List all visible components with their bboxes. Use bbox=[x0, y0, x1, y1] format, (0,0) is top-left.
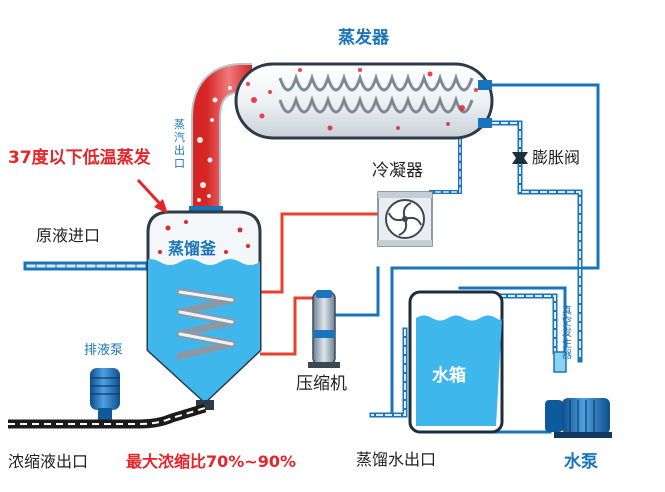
steam-outlet-pipe bbox=[189, 63, 252, 214]
expansion-line bbox=[429, 138, 462, 194]
vacuum-generator bbox=[553, 351, 567, 373]
tank-loop-pipe-2 bbox=[458, 286, 567, 354]
concentrate-outlet-label: 浓缩液出口 bbox=[8, 452, 89, 471]
note-arrow bbox=[136, 178, 168, 214]
distilled-outlet-label: 蒸馏水出口 bbox=[356, 450, 437, 469]
evaporator-return-pipe bbox=[390, 83, 600, 414]
drain-pump bbox=[90, 368, 120, 422]
compressor-discharge-pipe bbox=[260, 296, 318, 356]
vacuum-generator-label: 真空发生器 bbox=[562, 306, 572, 361]
evaporator-coil bbox=[278, 73, 474, 114]
distilled-outlet-pipe bbox=[369, 327, 408, 418]
water-tank-body bbox=[408, 290, 504, 434]
compressor-suction-pipe bbox=[328, 266, 380, 317]
raw-inlet-label: 原液进口 bbox=[36, 226, 101, 245]
condenser bbox=[377, 191, 433, 247]
low-temp-note: 37度以下低温蒸发 bbox=[8, 148, 151, 168]
evaporator-label: 蒸发器 bbox=[338, 28, 389, 48]
water-pump bbox=[545, 398, 612, 438]
condenser-label: 冷凝器 bbox=[372, 161, 423, 181]
water-pump-label: 水泵 bbox=[564, 452, 598, 472]
distill-kettle-label: 蒸馏釜 bbox=[168, 239, 217, 258]
red-pipes bbox=[260, 212, 392, 356]
steam-to-condenser-pipe bbox=[260, 212, 392, 294]
concentrate-pipe bbox=[8, 403, 207, 429]
steam-outlet-label: 蒸汽出口 bbox=[174, 118, 185, 170]
max-ratio-label: 最大浓缩比70%~90% bbox=[126, 452, 297, 471]
expansion-valve bbox=[512, 152, 528, 164]
compressor-unit bbox=[308, 290, 340, 368]
compressor-label: 压缩机 bbox=[296, 374, 347, 394]
expansion-valve-label: 膨胀阀 bbox=[532, 148, 581, 167]
evaporator bbox=[234, 62, 494, 140]
drain-pump-label: 排液泵 bbox=[84, 343, 124, 358]
water-tank-label: 水箱 bbox=[432, 366, 466, 386]
